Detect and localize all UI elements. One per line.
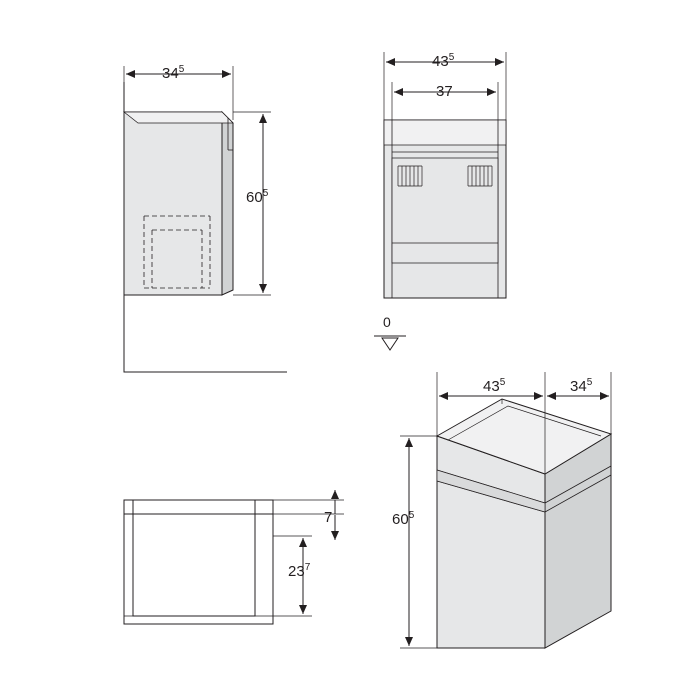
dim-label-side-depth: 345 <box>162 64 185 82</box>
front-elevation-dimension-lines <box>383 52 507 120</box>
side-elevation-dimension-lines <box>123 66 271 296</box>
isometric-geometry <box>435 398 613 649</box>
dim-label-iso-depth: 345 <box>570 377 593 395</box>
dim-label-front-outer-width: 435 <box>432 52 455 70</box>
dim-label-iso-height: 605 <box>392 510 415 528</box>
dim-label-front-inner-width: 37 <box>436 83 453 100</box>
top-elevation-dimension-lines <box>273 490 344 617</box>
top-elevation-geometry <box>123 499 274 625</box>
dim-label-top-ledge: 7 <box>324 509 333 526</box>
dim-label-top-body-depth: 237 <box>288 562 311 580</box>
datum-symbol <box>374 335 406 351</box>
isometric-dimension-lines <box>400 372 612 649</box>
dim-label-iso-width: 435 <box>483 377 506 395</box>
datum-zero-label: 0 <box>383 314 391 330</box>
side-elevation-geometry <box>122 82 287 373</box>
dim-label-side-height: 605 <box>246 188 269 206</box>
front-elevation-geometry <box>383 119 507 299</box>
